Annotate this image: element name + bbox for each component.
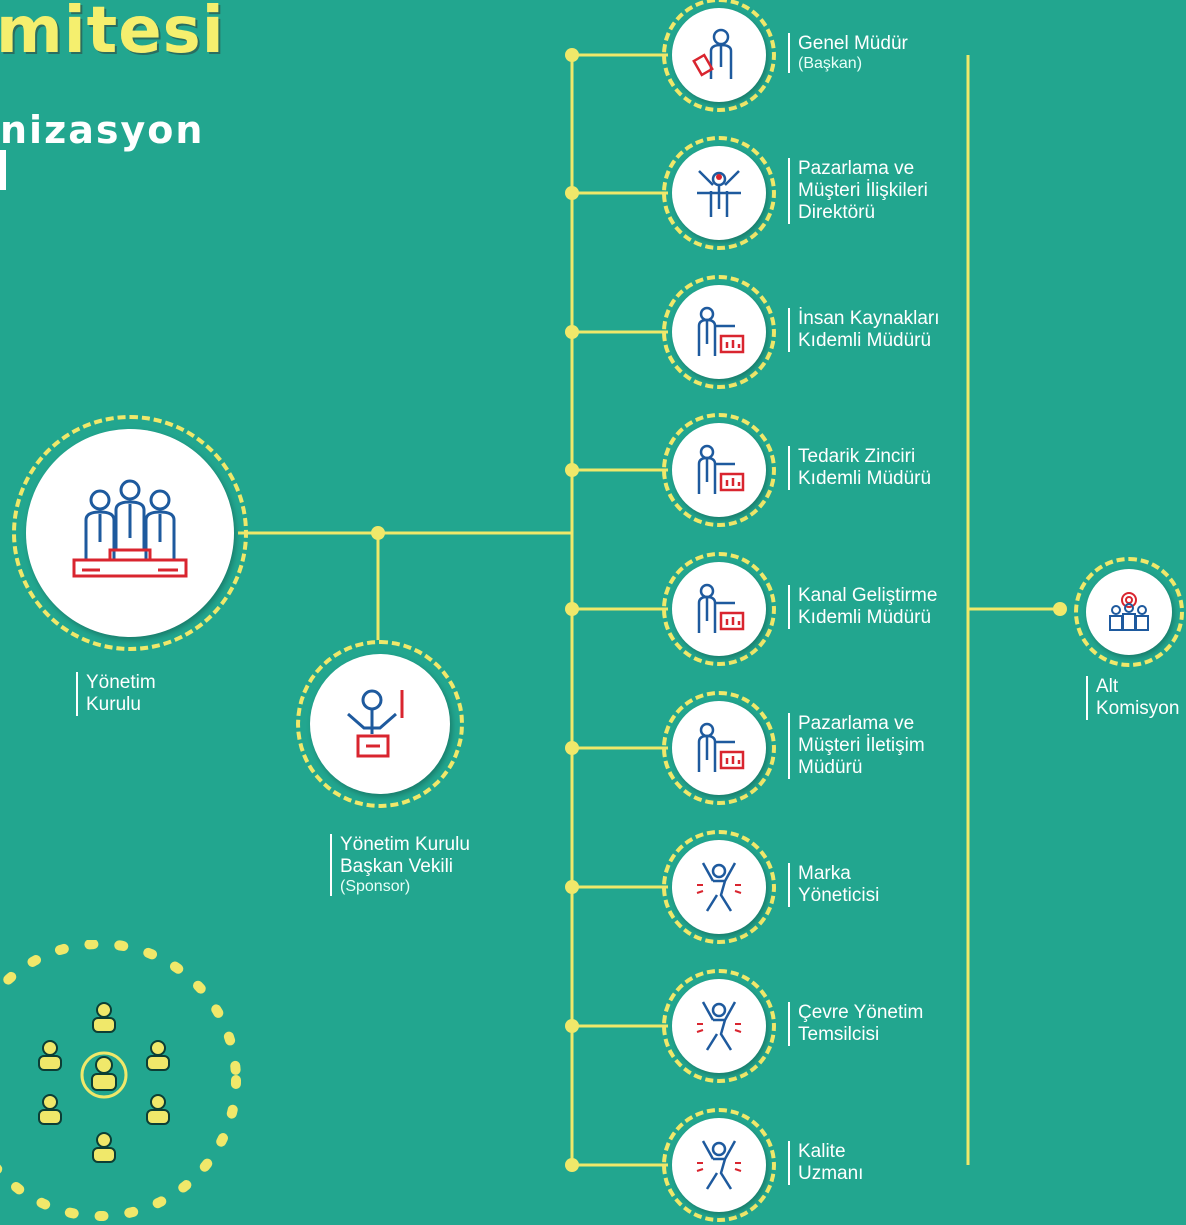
board-of-directors-icon [72,479,188,578]
member-label-line: İnsan Kaynakları [798,308,940,329]
member-label-line: Pazarlama ve [798,713,915,734]
member-node[interactable] [672,285,766,379]
root-label-line1: Yönetim [86,672,156,693]
member-label-line: Tedarik Zinciri [798,446,916,467]
member-label-line: Uzmanı [798,1163,864,1184]
cheering-person-icon [696,1140,742,1190]
cheering-person-icon [696,862,742,912]
member-label-sub: (Başkan) [798,55,863,72]
member-node[interactable] [672,840,766,934]
member-node-ring [662,136,776,250]
page-subtitle: nizasyon [0,108,205,152]
member-node-ring [662,1108,776,1222]
sponsor-label-line2: Başkan Vekili [340,856,454,877]
member-label-line: Direktörü [798,202,876,223]
presenter-chart-icon [697,583,745,633]
network-people-icon [0,940,241,1221]
root-node[interactable] [26,429,234,637]
presenter-chart-icon [697,722,745,772]
sponsor-node[interactable] [310,654,450,794]
member-label-line: Kalite [798,1141,846,1162]
member-label: Genel Müdür(Başkan) [788,33,908,73]
director-icon [697,170,741,217]
root-label: Yönetim Kurulu [76,672,156,716]
member-label-line: Genel Müdür [798,33,908,54]
member-node-ring [662,0,776,112]
presenter-chart-icon [697,444,745,494]
member-label-line: Temsilcisi [798,1024,880,1045]
subtitle-fragment [0,150,6,190]
member-node[interactable] [672,979,766,1073]
manager-icon [692,28,733,79]
member-label-line: Pazarlama ve [798,158,915,179]
member-node[interactable] [672,701,766,795]
member-label-line: Müdürü [798,757,863,778]
member-label-line: Müşteri İletişim [798,735,925,756]
sponsor-label: Yönetim Kurulu Başkan Vekili (Sponsor) [330,834,470,896]
member-label-line: Kıdemli Müdürü [798,468,932,489]
sponsor-label-sub: (Sponsor) [340,878,411,895]
member-node-ring [662,275,776,389]
member-node[interactable] [672,146,766,240]
presenter-chart-icon [697,306,745,356]
sub-committee-ring [1074,557,1184,667]
member-node-ring [662,969,776,1083]
member-label-line: Kıdemli Müdürü [798,330,932,351]
cheering-person-icon [696,1001,742,1051]
member-node[interactable] [672,423,766,517]
member-label-line: Müşteri İlişkileri [798,180,928,201]
member-node-ring [662,552,776,666]
member-node-ring [662,691,776,805]
member-node[interactable] [672,8,766,102]
sub-committee-node[interactable] [1086,569,1172,655]
member-label-line: Marka [798,863,851,884]
root-label-line2: Kurulu [86,694,141,715]
speaker-podium-icon [347,689,404,758]
member-label-line: Kıdemli Müdürü [798,607,932,628]
sub-committee-label: Alt Komisyon [1086,676,1179,720]
root-node-ring [12,415,248,651]
page-title: mitesi [0,0,225,68]
sponsor-node-ring [296,640,464,808]
sponsor-label-line1: Yönetim Kurulu [340,834,470,855]
member-node-ring [662,830,776,944]
sub-committee-label-line2: Komisyon [1096,698,1180,719]
sub-committee-label-line1: Alt [1096,676,1119,697]
team-gear-icon [1109,592,1149,631]
member-node[interactable] [672,562,766,656]
member-label-line: Çevre Yönetim [798,1002,924,1023]
member-node-ring [662,413,776,527]
member-label-line: Yöneticisi [798,885,880,906]
member-label-line: Kanal Geliştirme [798,585,938,606]
member-node[interactable] [672,1118,766,1212]
